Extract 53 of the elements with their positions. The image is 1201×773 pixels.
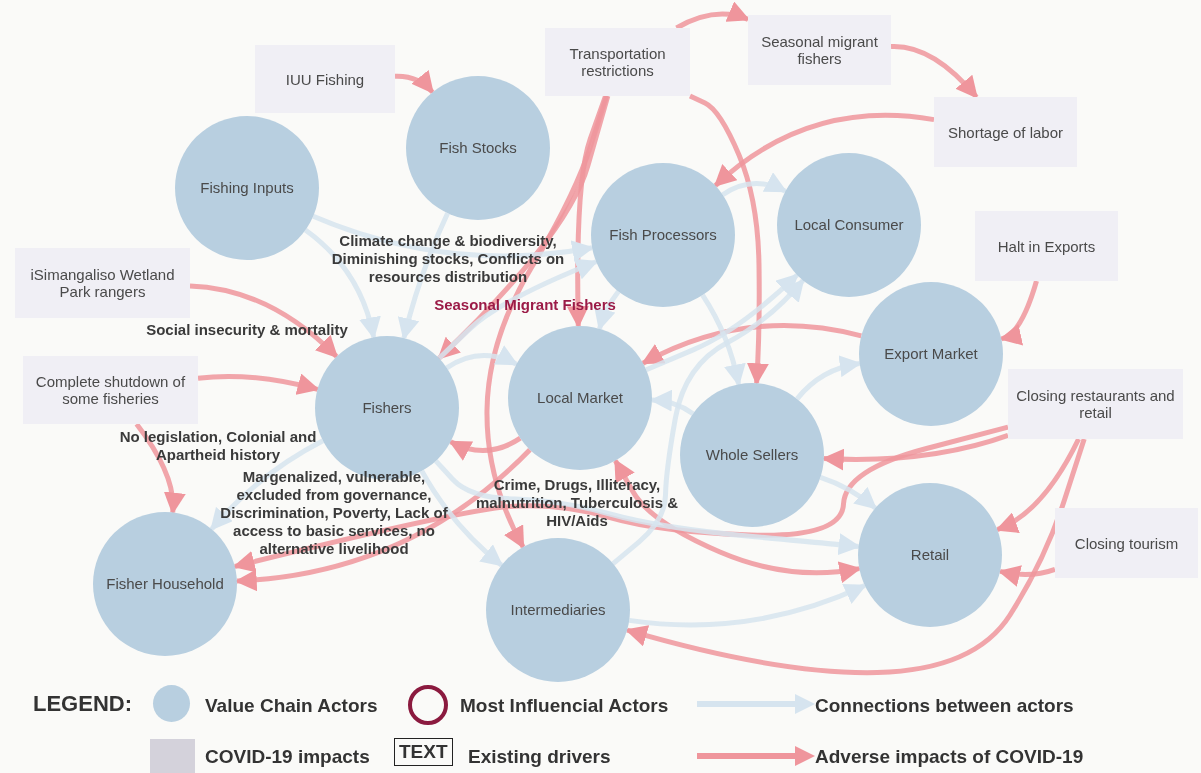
- impact-box: Closing restaurants and retail: [1008, 369, 1183, 439]
- connector-arrow: [995, 437, 1081, 532]
- connector-arrow: [611, 278, 805, 566]
- connector-arrow: [448, 436, 522, 461]
- connector-arrow: [445, 345, 519, 370]
- connector-arrow: [641, 323, 862, 366]
- connector-arrow: [819, 474, 878, 511]
- legend-heading: LEGEND:: [33, 690, 133, 718]
- impact-box: Shortage of labor: [934, 97, 1077, 167]
- legend-text: Connections between actors: [815, 694, 1074, 718]
- impact-box: iSimangaliso Wetland Park rangers: [15, 248, 190, 318]
- legend-text: COVID-19 impacts: [205, 745, 370, 769]
- impact-box: Halt in Exports: [975, 211, 1118, 281]
- legend-text: Existing drivers: [468, 745, 611, 769]
- connector-arrow: [197, 373, 320, 396]
- connector-arrow: [437, 95, 611, 361]
- legend-text: Value Chain Actors: [205, 694, 378, 718]
- connector-arrow: [234, 447, 532, 591]
- connector-arrow: [625, 438, 1087, 676]
- connector-arrow: [232, 424, 1009, 573]
- driver-text: Climate change & biodiversity, Diminishing stocks, Conflicts on resources distribution: [330, 232, 566, 286]
- driver-text: No legislation, Colonial and Apartheid history: [118, 428, 318, 464]
- connector-arrow: [688, 93, 769, 386]
- connector-arrow: [312, 213, 595, 262]
- sample-text-box: TEXT: [394, 738, 453, 766]
- connector-arrow: [134, 422, 185, 515]
- impact-box: Seasonal migrant fishers: [748, 15, 891, 85]
- connector-arrow: [999, 280, 1039, 344]
- connector-arrow: [613, 458, 862, 583]
- legend-text: Most Influencial Actors: [460, 694, 669, 718]
- connector-arrow: [628, 583, 867, 628]
- impact-box: Complete shutdown of some fisheries: [23, 356, 198, 424]
- connector-arrow: [997, 564, 1056, 587]
- driver-text: Crime, Drugs, Illiteracy, malnutrition, Tuberculosis & HIV/Aids: [474, 476, 680, 530]
- connector-arrow: [437, 258, 599, 361]
- connector-arrow: [594, 290, 621, 331]
- driver-text: Seasonal Migrant Fishers: [433, 296, 617, 314]
- impact-box: Transportation restrictions: [545, 28, 690, 96]
- connector-arrow: [395, 70, 435, 94]
- connector-arrow: [189, 283, 339, 359]
- connector-arrow: [419, 469, 504, 568]
- driver-text: Social insecurity & mortality: [145, 321, 349, 339]
- connector-arrow: [821, 433, 1009, 471]
- impact-box: Closing tourism: [1055, 508, 1198, 578]
- connector-arrow: [209, 438, 325, 531]
- connector-arrow: [484, 95, 609, 549]
- legend-text: Adverse impacts of COVID-19: [815, 745, 1084, 769]
- connector-arrow: [891, 44, 979, 99]
- connector-arrow: [645, 273, 799, 373]
- connector-arrow: [721, 172, 788, 197]
- connector-arrow: [398, 212, 450, 341]
- connector-arrow: [713, 112, 935, 188]
- impact-box: IUU Fishing: [255, 45, 395, 113]
